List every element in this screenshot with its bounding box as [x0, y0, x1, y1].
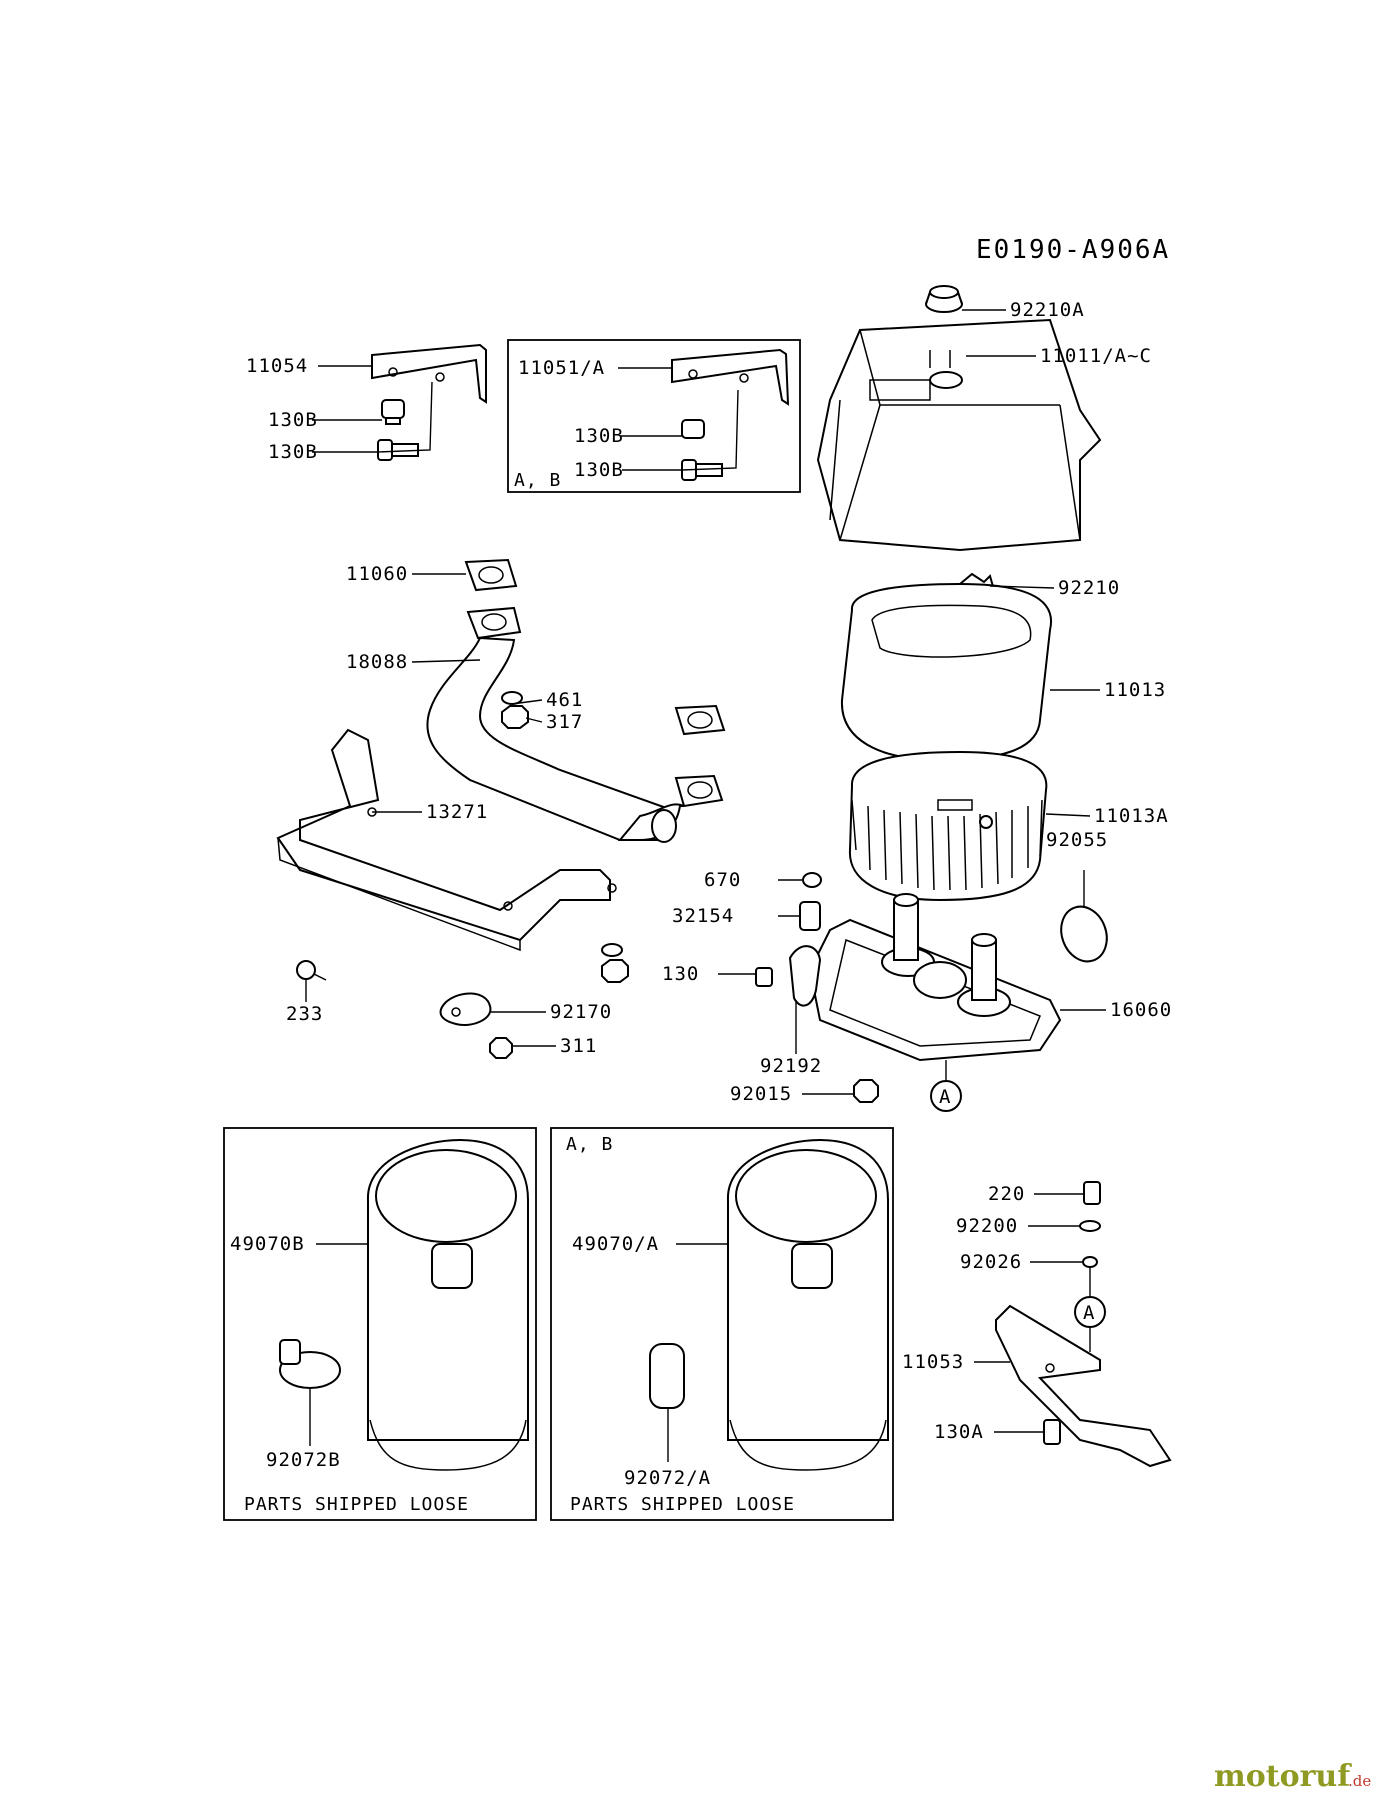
air-filter-11013A	[848, 750, 1048, 902]
heat-shield-13271	[276, 728, 617, 952]
label-461: 461	[546, 689, 583, 711]
leader-lines	[305, 309, 1106, 1462]
label-11054: 11054	[246, 355, 308, 377]
label-13271: 13271	[426, 801, 488, 823]
nut-311	[489, 1037, 513, 1059]
bolt-130B-3	[681, 419, 705, 439]
washer-92026	[1082, 1256, 1098, 1268]
muffler-49070A	[726, 1138, 889, 1471]
label-11013A: 11013A	[1094, 805, 1169, 827]
exhaust-pipe-18088	[426, 606, 724, 843]
callout-a-2: A	[1074, 1296, 1106, 1328]
watermark-suffix: .de	[1348, 1772, 1371, 1790]
label-11060: 11060	[346, 563, 408, 585]
wing-nut-92210A	[925, 285, 963, 313]
screw-220	[1083, 1181, 1101, 1205]
watermark-brand: motoruf	[1214, 1759, 1352, 1794]
label-130B-4: 130B	[574, 459, 624, 481]
gasket-exhaust-2	[674, 704, 726, 736]
air-cleaner-base-16060	[808, 893, 1062, 1062]
label-11013: 11013	[1104, 679, 1166, 701]
watermark: motoruf .de	[1214, 1759, 1371, 1794]
clamp-92072A	[649, 1343, 685, 1409]
bolt-233	[296, 960, 327, 981]
bolt-130A	[1043, 1419, 1061, 1445]
bracket-11051A	[671, 348, 790, 406]
label-670: 670	[704, 869, 741, 891]
nut-317	[501, 705, 529, 729]
frame-loose-left	[223, 1127, 537, 1521]
bolt-130B-2	[377, 439, 419, 461]
pre-cleaner-11013	[840, 582, 1053, 762]
label-130: 130	[662, 963, 699, 985]
label-317: 317	[546, 711, 583, 733]
label-49070A: 49070/A	[572, 1233, 659, 1255]
frame-caption-left: PARTS SHIPPED LOOSE	[244, 1494, 469, 1515]
clamp-92170	[439, 992, 492, 1026]
frame-tag-ab-bottom: A, B	[566, 1134, 613, 1155]
frame-loose-right	[550, 1127, 894, 1521]
label-92210: 92210	[1058, 577, 1120, 599]
label-92015: 92015	[730, 1083, 792, 1105]
label-130A: 130A	[934, 1421, 984, 1443]
washer-92200	[1079, 1220, 1101, 1232]
air-cleaner-cover	[816, 318, 1102, 552]
label-92192: 92192	[760, 1055, 822, 1077]
callout-a-1: A	[930, 1080, 962, 1112]
gasket-11060	[464, 558, 518, 592]
label-49070B: 49070B	[230, 1233, 305, 1255]
label-130B-3: 130B	[574, 425, 624, 447]
label-11053: 11053	[902, 1351, 964, 1373]
label-92026: 92026	[960, 1251, 1022, 1273]
label-18088: 18088	[346, 651, 408, 673]
fitting-32154	[799, 901, 821, 931]
muffler-49070B	[366, 1138, 529, 1471]
bolt-130B-1	[381, 399, 405, 425]
label-32154: 32154	[672, 905, 734, 927]
clamp-92072B	[279, 1339, 341, 1389]
label-233: 233	[286, 1003, 323, 1025]
frame-variant-ab-top	[507, 339, 801, 493]
label-92170: 92170	[550, 1001, 612, 1023]
frame-tag-ab-top: A, B	[514, 470, 561, 491]
label-16060: 16060	[1110, 999, 1172, 1021]
label-92210A: 92210A	[1010, 299, 1085, 321]
svg-text:A: A	[939, 1086, 951, 1108]
o-ring-92055	[1060, 905, 1108, 963]
label-92055: 92055	[1046, 829, 1108, 851]
label-92072A: 92072/A	[624, 1467, 711, 1489]
washer-670	[802, 872, 822, 888]
label-130B-2: 130B	[268, 441, 318, 463]
bolt-130	[755, 967, 773, 987]
hose-92192	[788, 945, 822, 1007]
label-130B-1: 130B	[268, 409, 318, 431]
label-11051A: 11051/A	[518, 357, 605, 379]
washer-461	[501, 691, 523, 705]
label-92072B: 92072B	[266, 1449, 341, 1471]
label-220: 220	[988, 1183, 1025, 1205]
diagram-code: E0190-A906A	[976, 235, 1170, 265]
svg-text:A: A	[1083, 1302, 1095, 1324]
nut-pair-shield	[601, 943, 629, 983]
label-92200: 92200	[956, 1215, 1018, 1237]
nut-92015	[853, 1079, 879, 1103]
label-11011: 11011/A~C	[1040, 345, 1152, 367]
frame-caption-right: PARTS SHIPPED LOOSE	[570, 1494, 795, 1515]
bracket-11054	[371, 343, 487, 404]
bracket-11053	[995, 1304, 1172, 1468]
label-311: 311	[560, 1035, 597, 1057]
